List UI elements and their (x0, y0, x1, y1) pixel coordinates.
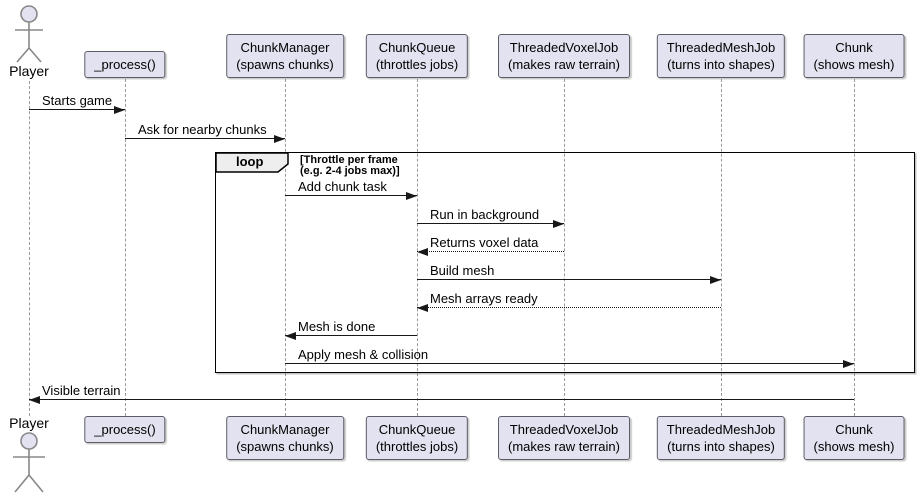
arrowhead-left-icon (417, 248, 428, 256)
participant-subtitle: (throttles jobs) (375, 439, 459, 454)
participant-chunkqueue-top: ChunkQueue (throttles jobs) (365, 34, 469, 78)
participant-name: ThreadedVoxelJob (509, 40, 619, 55)
participant-chunkmanager-top: ChunkManager (spawns chunks) (226, 34, 344, 78)
arrowhead-right-icon (406, 192, 417, 200)
participant-subtitle: (makes raw terrain) (508, 57, 620, 72)
message-starts-game: Starts game (29, 90, 125, 114)
loop-condition: [Throttle per frame (e.g. 2-4 jobs max)] (300, 154, 400, 177)
arrowhead-left-icon (285, 332, 296, 340)
message-ask-for-nearby-chunks: Ask for nearby chunks (125, 119, 285, 143)
participant-name: Chunk (835, 40, 873, 55)
loop-operator: loop (236, 154, 264, 169)
message-mesh-arrays-ready: Mesh arrays ready (417, 288, 721, 312)
participant-name: _process() (94, 422, 156, 437)
lifeline-chunkqueue (417, 79, 418, 416)
participant-subtitle: (shows mesh) (813, 439, 895, 454)
lifeline-chunkmanager (285, 79, 286, 416)
participant-threadedmeshjob-top: ThreadedMeshJob (turns into shapes) (656, 34, 786, 78)
participant-name: ChunkQueue (378, 422, 456, 437)
message-visible-terrain: Visible terrain (29, 380, 854, 404)
message-returns-voxel-data: Returns voxel data (417, 232, 564, 256)
participant-subtitle: (turns into shapes) (667, 57, 775, 72)
participant-process-bottom: _process() (84, 416, 166, 443)
participant-process-top: _process() (84, 51, 166, 78)
message-build-mesh: Build mesh (417, 260, 721, 284)
actor-player-label-bottom: Player (9, 415, 49, 431)
participant-threadedmeshjob-bottom: ThreadedMeshJob (turns into shapes) (656, 416, 786, 460)
participant-name: Chunk (835, 422, 873, 437)
arrowhead-left-icon (29, 396, 40, 404)
participant-chunk-top: Chunk (shows mesh) (803, 34, 905, 78)
participant-name: ThreadedMeshJob (666, 422, 776, 437)
arrowhead-right-icon (274, 135, 285, 143)
participant-subtitle: (shows mesh) (813, 57, 895, 72)
arrowhead-right-icon (710, 276, 721, 284)
participant-name: _process() (94, 57, 156, 72)
participant-name: ThreadedVoxelJob (509, 422, 619, 437)
participant-threadedvoxeljob-bottom: ThreadedVoxelJob (makes raw terrain) (498, 416, 630, 460)
participant-name: ThreadedMeshJob (666, 40, 776, 55)
actor-player-figure-bottom (13, 432, 45, 493)
participant-subtitle: (spawns chunks) (236, 57, 334, 72)
arrowhead-right-icon (114, 106, 125, 114)
participant-subtitle: (spawns chunks) (236, 439, 334, 454)
arrowhead-left-icon (417, 304, 428, 312)
lifeline-player (29, 81, 30, 416)
lifeline-threadedvoxeljob (564, 79, 565, 416)
participant-chunkmanager-bottom: ChunkManager (spawns chunks) (226, 416, 344, 460)
participant-chunkqueue-bottom: ChunkQueue (throttles jobs) (365, 416, 469, 460)
participant-name: ChunkQueue (378, 40, 456, 55)
lifeline-threadedmeshjob (721, 79, 722, 416)
message-mesh-is-done: Mesh is done (285, 316, 417, 340)
message-run-in-background: Run in background (417, 204, 564, 228)
actor-player-label-top: Player (9, 63, 49, 79)
participant-threadedvoxeljob-top: ThreadedVoxelJob (makes raw terrain) (498, 34, 630, 78)
participant-chunk-bottom: Chunk (shows mesh) (803, 416, 905, 460)
lifeline-chunk (854, 79, 855, 416)
message-add-chunk-task: Add chunk task (285, 176, 417, 200)
actor-player-figure-top (15, 5, 43, 63)
participant-subtitle: (makes raw terrain) (508, 439, 620, 454)
message-apply-mesh-collision: Apply mesh & collision (285, 344, 854, 368)
participant-subtitle: (turns into shapes) (667, 439, 775, 454)
loop-fragment: loop [Throttle per frame (e.g. 2-4 jobs … (214, 151, 915, 373)
arrowhead-right-icon (553, 220, 564, 228)
lifeline-process (125, 79, 126, 416)
arrowhead-right-icon (843, 360, 854, 368)
participant-subtitle: (throttles jobs) (375, 57, 459, 72)
loop-header-shape (214, 151, 289, 173)
participant-name: ChunkManager (240, 40, 330, 55)
participant-name: ChunkManager (240, 422, 330, 437)
